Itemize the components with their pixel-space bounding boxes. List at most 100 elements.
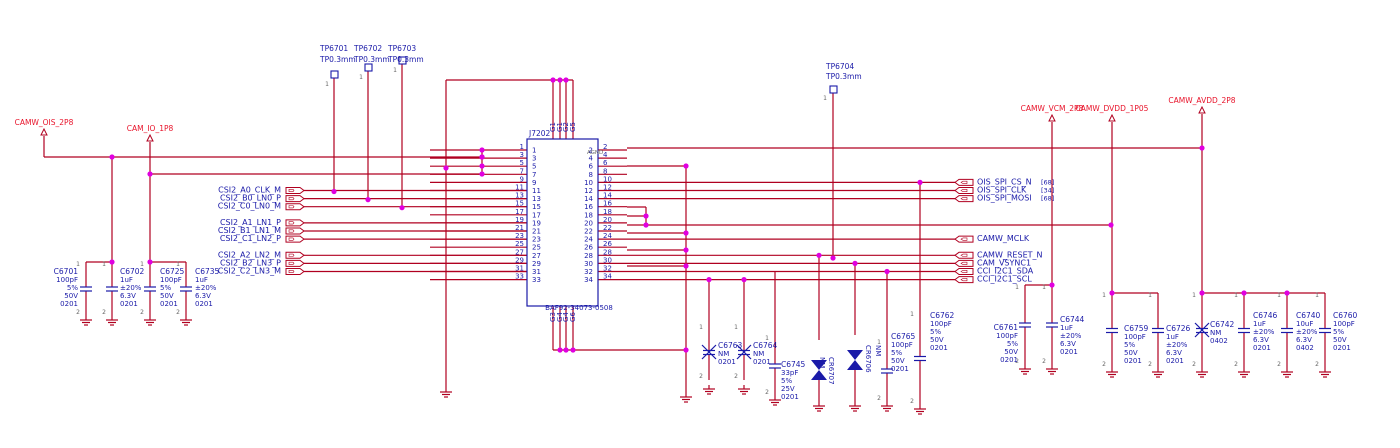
connector-agnd-label: AGND [587,150,603,156]
offpage-connector [954,195,974,203]
junction-dot [1109,290,1115,296]
junction-dot [479,163,485,169]
offpage-connector [954,178,974,186]
component-value: 0201 [891,365,909,373]
junction-dot [109,259,115,265]
test-point-pad [398,56,407,65]
power-arrow-icon [1108,113,1116,122]
connector-pin-number: 19 [532,219,541,227]
connector-gnd-pin: G4 [556,312,564,322]
component-value: 0201 [60,300,78,308]
net-label-right: CAM_VSYNC1 [977,258,1031,267]
component-value: 50V [1124,349,1138,357]
component-value: 100pF [930,320,952,328]
net-label-right: CAMW_MCLK [977,234,1030,243]
component-value: 0201 [1166,357,1184,365]
junction-dot [884,268,890,275]
component-value: 50V [930,336,944,344]
junction-dot [570,347,576,353]
component-ref: C6740 [1296,311,1321,320]
connector-pin-number: 2 [603,143,607,151]
component-ref: C6745 [781,360,806,369]
component-value: 0201 [930,344,948,352]
offpage-connector-inner [288,205,295,209]
component-ref: C6725 [160,267,185,276]
connector-pin-number: 28 [603,248,612,256]
connector-pin-number: 25 [532,244,541,252]
component-ref: C6759 [1124,324,1149,333]
net-page-ref: [68] [1041,178,1054,186]
component-value: 100pF [1333,320,1355,328]
wires [43,64,1331,415]
pin-number: 2 [140,309,144,316]
component-value: 0201 [1000,356,1018,364]
connector-pin-number: 33 [515,273,524,281]
connector-gnd-pin: G4 [562,312,570,322]
test-point-value: TP0.3mm [353,55,390,64]
pin-number: 2 [734,373,738,380]
offpage-connector-inner [960,261,968,265]
offpage-connector [285,195,305,203]
connector-pin-number: 21 [515,224,524,232]
connector-gnd-pin: G1 [549,122,557,132]
connector-pin-number: 2 [589,147,593,155]
connector-pin-number: 21 [532,228,541,236]
connector-pin-number: 5 [532,163,536,171]
component-ref: C6765 [891,332,916,341]
net-label-left: CSI2_C0_LN0_M [218,202,281,211]
component-value: ±20% [195,284,217,292]
component-ref: C6701 [54,267,79,276]
junction-dot [683,263,689,269]
component-value: 10uF [1296,320,1313,328]
component-value: 5% [891,349,902,357]
connector-pin-number: 10 [603,175,612,183]
pin-number: 2 [1315,361,1319,368]
net-page-ref: [68] [1041,195,1054,203]
power-arrow-icon [40,127,48,136]
component-value: 0201 [781,393,799,401]
junction-dot [331,188,337,195]
offpage-connector [954,276,974,284]
offpage-connector [285,187,305,194]
offpage-connector [954,235,974,243]
connector-ref: J7202 [528,129,551,138]
connector-pin-number: 34 [584,276,593,284]
offpage-connector-inner [288,237,295,241]
parts [40,56,1331,380]
component-value: ±20% [1296,328,1318,336]
connector-pin-number: 31 [515,265,524,273]
connector-pin-number: 34 [603,273,612,281]
power-port-label: CAM_IO_1P8 [127,124,174,133]
offpage-connector-inner [960,253,968,257]
connector-pin-number: 8 [589,171,593,179]
connector-pin-number: 17 [532,211,541,219]
component-value: 5% [1124,341,1135,349]
junction-dot [1241,290,1247,296]
pin-number: 1 [76,261,80,268]
component-value: 5% [1007,340,1018,348]
offpage-connector [954,259,974,267]
component-value: 5% [930,328,941,336]
power-port-label: CAMW_DVDD_1P05 [1076,104,1149,113]
tvs-diode-icon [811,360,827,370]
junction-dot [917,179,923,185]
offpage-connector [285,251,305,259]
component-value: 33pF [781,369,798,377]
power-arrow-icon [1198,105,1206,114]
connector-gnd-pin: G3 [549,312,557,322]
junction-dot [683,163,689,169]
not-mounted-mark [701,344,717,360]
junction-dot [1199,290,1205,296]
component-value: NM [1210,329,1221,337]
component-ref: C6702 [120,267,145,276]
component-value: 1uF [120,276,133,284]
pin-number: 1 [734,324,738,331]
offpage-connector-inner [960,197,968,201]
test-point-value: TP0.3mm [387,55,424,64]
component-ref: C6764 [753,341,778,350]
offpage-connector [285,219,305,227]
junction-dot [852,260,858,266]
junction-dot [1199,145,1205,151]
pin-number: 2 [1277,361,1281,368]
component-ref: C6760 [1333,311,1358,320]
